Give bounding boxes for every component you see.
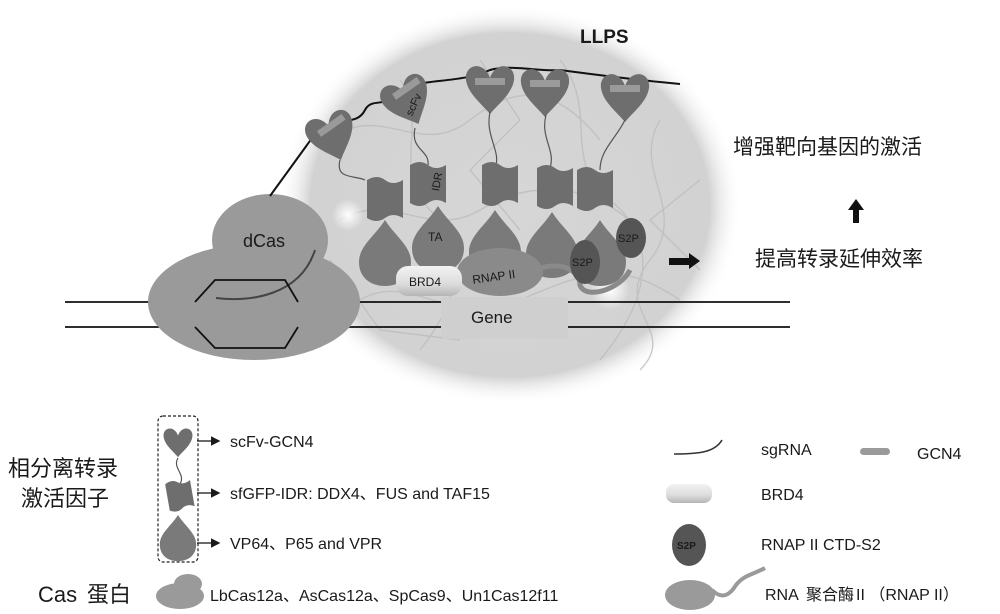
legend-group-label-line1: 相分离转录 [8, 457, 118, 482]
gcn4-bar-icon [860, 448, 890, 455]
legend-sfgfp-idr: sfGFP-IDR: DDX4、FUS and TAF15 [230, 486, 490, 503]
legend-cas-label-cjk: 蛋白 [87, 583, 131, 608]
gene-box: Gene [441, 297, 568, 339]
legend-gcn4: GCN4 [917, 446, 962, 463]
right-arrow-icon [669, 253, 700, 269]
up-arrow-icon [848, 199, 864, 223]
legend-cas-variants: LbCas12a、AsCas12a、SpCas9、Un1Cas12f11 [210, 588, 558, 605]
gene-label: Gene [471, 308, 513, 327]
cas-protein-icon [156, 574, 204, 609]
linker-icon [176, 457, 182, 485]
legend-rnap-ctd: RNAP II CTD-S2 [761, 537, 881, 554]
brd4-label: BRD4 [409, 275, 441, 289]
legend-brd4: BRD4 [761, 487, 804, 504]
activator-unit [301, 106, 411, 286]
legend-cas-label-latin: Cas [38, 582, 77, 607]
sgrna-scaffold-line [269, 66, 681, 197]
s2p-ovals: S2P S2P [570, 218, 646, 284]
legend-rnap-cjk: 聚合酶 [806, 585, 854, 604]
idr-label: IDR [430, 171, 445, 192]
dcas-protein: dCas [148, 194, 360, 360]
rnap-ii-complex: RNAP II [457, 248, 633, 296]
outcome-elongation: 提高转录延伸效率 [755, 247, 923, 271]
legend-rnap-latin: RNA [765, 587, 799, 604]
legend-rnap-tail: II （RNAP II） [856, 586, 959, 604]
ta-label: TA [428, 230, 442, 244]
svg-text:S2P: S2P [677, 541, 696, 552]
legend-activation-domain: VP64、P65 and VPR [230, 536, 382, 553]
activator-unit [520, 69, 578, 278]
teardrop-ta-icon [159, 515, 197, 562]
outcome-activation: 增强靶向基因的激活 [733, 135, 922, 159]
s2p-label: S2P [572, 257, 593, 269]
activator-unit [465, 66, 521, 276]
rnap-label: RNAP II [471, 267, 516, 287]
legend-scfv-gcn4: scFv-GCN4 [230, 434, 314, 451]
s2p-label: S2P [618, 233, 639, 245]
factor-dashed-box [157, 415, 199, 563]
llps-condensate [278, 5, 742, 405]
activator-unit [574, 74, 650, 286]
legend-sgrna: sgRNA [761, 442, 812, 459]
rnap-tail-icon [665, 566, 766, 610]
idr-block-icon [164, 477, 195, 513]
activator-unit: scFv IDR TA [376, 70, 464, 272]
activator-units: scFv IDR TA [301, 66, 650, 286]
s2p-oval-icon: S2P [672, 524, 706, 566]
llps-label: LLPS [580, 27, 629, 48]
brd4-capsule-icon [666, 484, 712, 503]
legend-group-label-line2: 激活因子 [21, 487, 109, 512]
heart-scfv-icon [163, 428, 193, 458]
legend: 相分离转录 激活因子 scFv-GCN4 sfGFP-IDR: DDX4、FUS… [8, 415, 962, 610]
dcas-label: dCas [243, 231, 285, 251]
brd4-capsule: BRD4 [396, 266, 462, 296]
sgrna-line-icon [673, 439, 723, 455]
